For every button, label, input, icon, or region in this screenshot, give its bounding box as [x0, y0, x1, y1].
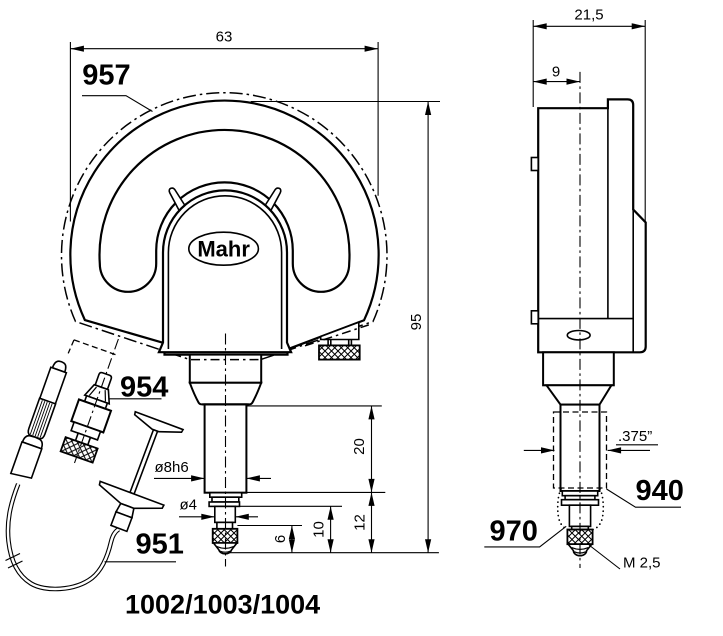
svg-text:12: 12: [352, 514, 369, 531]
svg-text:20: 20: [351, 438, 368, 455]
svg-text:951: 951: [136, 529, 184, 561]
svg-text:954: 954: [120, 372, 168, 404]
svg-text:970: 970: [490, 516, 538, 548]
svg-text:6: 6: [272, 535, 289, 543]
svg-text:63: 63: [216, 29, 233, 46]
svg-text:957: 957: [82, 60, 130, 92]
svg-text:940: 940: [636, 475, 684, 507]
svg-text:9: 9: [552, 64, 560, 81]
svg-text:1002/1003/1004: 1002/1003/1004: [125, 590, 320, 620]
svg-text:ø8h6: ø8h6: [155, 459, 189, 476]
svg-text:Mahr: Mahr: [197, 237, 250, 262]
svg-text:21,5: 21,5: [574, 7, 603, 24]
svg-text:95: 95: [408, 314, 425, 331]
svg-text:ø4: ø4: [180, 497, 198, 514]
svg-text:M 2,5: M 2,5: [623, 555, 661, 572]
svg-text:10: 10: [311, 521, 328, 538]
svg-text:.375”: .375”: [618, 428, 652, 445]
